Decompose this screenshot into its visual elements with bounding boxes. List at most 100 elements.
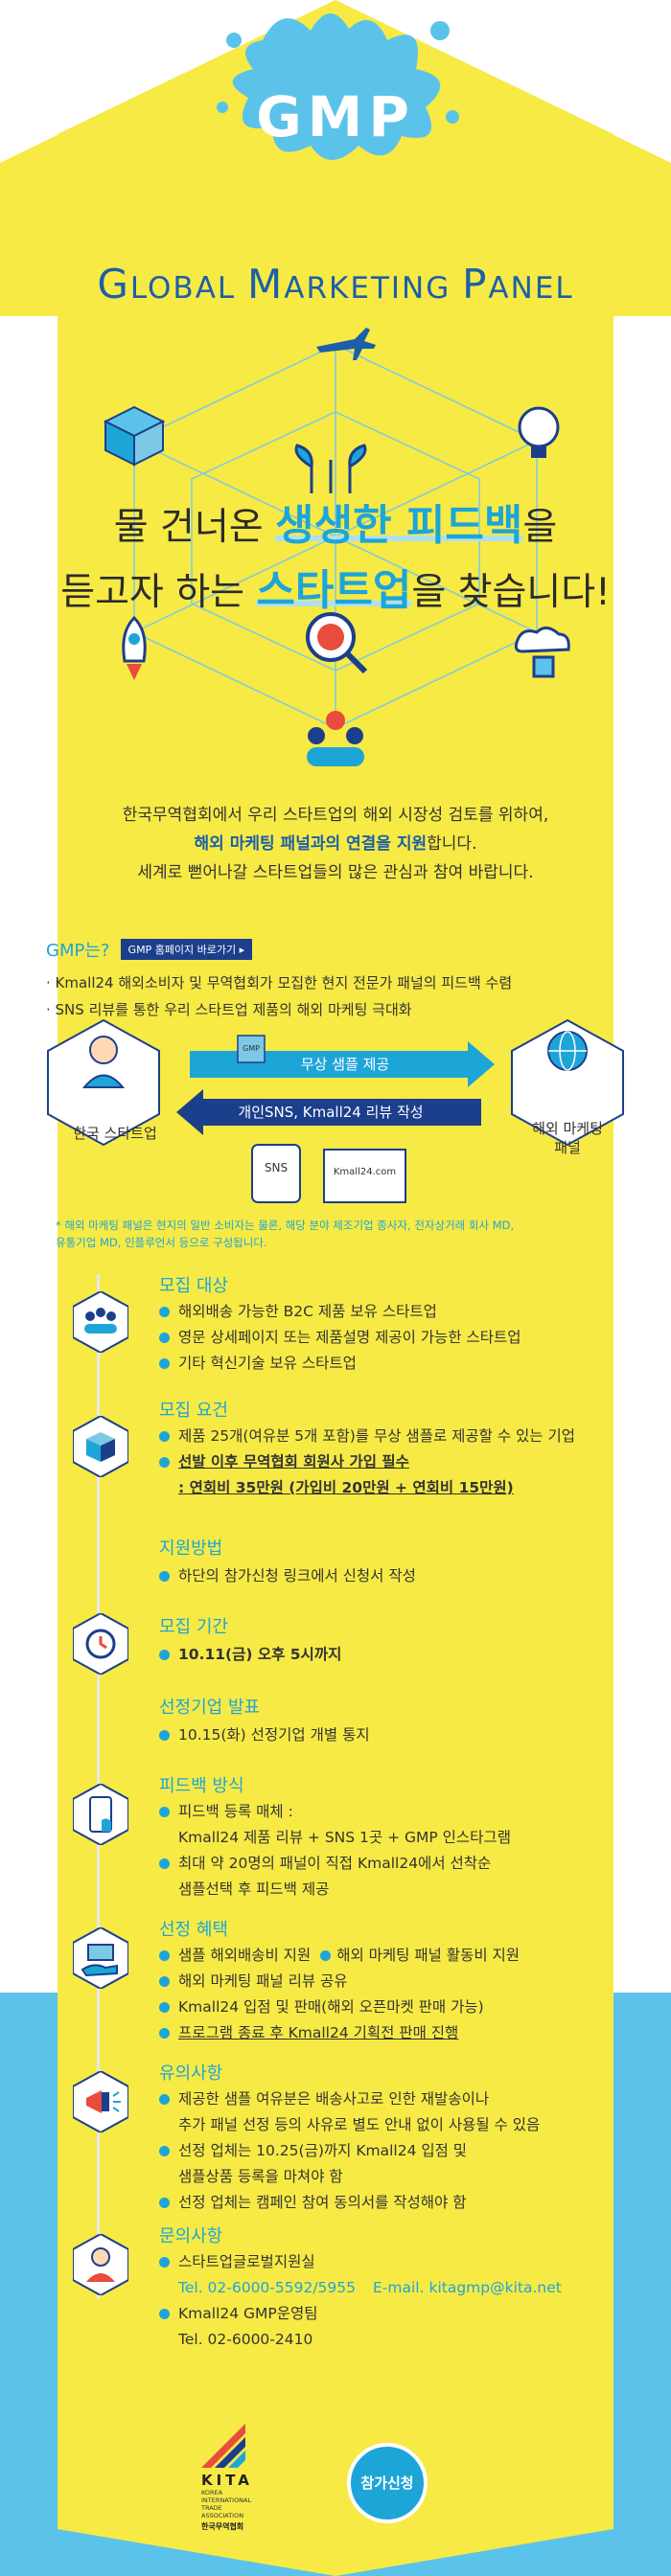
list-item: 선정 업체는 캠페인 참여 동의서를 작성해야 함 [159,2190,638,2216]
people-icon [73,1291,128,1353]
kita-wordmark: KITA [201,2472,253,2489]
list-item: 추가 패널 선정 등의 사유로 별도 안내 없이 사용될 수 있음 [178,2116,541,2133]
list-item: 해외 마케팅 패널 리뷰 공유 [159,1969,638,1995]
list-item: 제품 25개(여유분 5개 포함)를 무상 샘플로 제공할 수 있는 기업 [159,1424,638,1449]
gmp-question: GMP는? [46,941,110,961]
kita-sub-line: ASSOCIATION [201,2512,244,2519]
kita-sub-line: TRADE [201,2504,222,2512]
list-item: : 연회비 35만원 (가입비 20만원 + 연회비 15만원) [178,1479,514,1496]
headline-line-2: 듣고자 하는 스타트업을 찾습니다! [60,566,611,615]
section-title: 모집 요건 [159,1401,228,1421]
people-group-icon [307,711,364,766]
section-title: 선정기업 발표 [159,1698,261,1718]
package-icon [103,405,166,467]
section-title: 지원방법 [159,1539,223,1559]
panel-note: * 해외 마케팅 패널은 현지의 일반 소비자는 물론, 해당 분야 제조기업 … [56,1217,615,1251]
startup-person-icon [81,1036,126,1088]
section-title: 피드백 방식 [159,1776,244,1796]
free-sample-label: 무상 샘플 제공 [300,1056,390,1073]
section-recruit-target: 모집 대상 해외배송 가능한 B2C 제품 보유 스타트업 영문 상세페이지 또… [58,1272,594,1378]
list-item: 샘플상품 등록을 마쳐야 함 [178,2168,343,2185]
list-item: Kmall24 입점 및 판매(해외 오픈마켓 판매 가능) [159,1995,638,2020]
sprout-icon [294,444,367,493]
intro-text: 한국무역협회에서 우리 스타트업의 해외 시장성 검토를 위하여, 해외 마케팅… [58,801,613,887]
kita-korean-name: 한국무역협회 [201,2522,244,2531]
network-illustration [103,328,570,766]
box-icon [73,1416,128,1477]
clock-icon [73,1613,128,1675]
contact-person-icon [73,2234,128,2295]
intro-line-3: 세계로 뻗어나갈 스타트업들의 많은 관심과 참여 바랍니다. [137,863,534,882]
box-label: GMP [243,1044,260,1053]
section-title: 유의사항 [159,2063,223,2084]
list-item: 10.15(화) 선정기업 개별 통지 [159,1722,638,1748]
list-item: 10.11(금) 오후 5시까지 [159,1642,638,1668]
list-item: 선정 업체는 10.25(금)까지 Kmall24 입점 및 [159,2138,638,2164]
section-list: 제품 25개(여유분 5개 포함)를 무상 샘플로 제공할 수 있는 기업 선발… [159,1424,638,1501]
apply-button[interactable]: 참가신청 [347,2443,428,2523]
section-list: 제공한 샘플 여유분은 배송사고로 인한 재발송이나 추가 패널 선정 등의 사… [159,2086,638,2216]
review-label: 개인SNS, Kmall24 리뷰 작성 [238,1104,424,1121]
section-list: 해외배송 가능한 B2C 제품 보유 스타트업 영문 상세페이지 또는 제품설명… [159,1299,638,1377]
sns-phone-icon [251,1144,301,1203]
list-item: Kmall24 제품 리뷰 + SNS 1곳 + GMP 인스타그램 [178,1829,511,1846]
section-title: 선정 혜택 [159,1920,228,1940]
list-item: 프로그램 종료 후 Kmall24 기획전 판매 진행 [159,2020,638,2046]
phone-sns-icon [73,1784,128,1845]
korea-startup-label: 한국 스타트업 [73,1125,157,1142]
section-list: 피드백 등록 매체 : Kmall24 제품 리뷰 + SNS 1곳 + GMP… [159,1799,638,1903]
magnifier-icon [306,612,368,674]
gmp-bullets: · Kmall24 해외소비자 및 무역협회가 모집한 현지 전문가 패널의 피… [46,969,640,1023]
list-item: 하단의 참가신청 링크에서 신청서 작성 [159,1563,638,1589]
airplane-icon [316,328,376,360]
section-requirements: 모집 요건 제품 25개(여유분 5개 포함)를 무상 샘플로 제공할 수 있는… [58,1397,594,1512]
gmp-homepage-button[interactable]: GMP 홈페이지 바로가기 ▸ [120,939,253,960]
gmp-what-is: GMP는? GMP 홈페이지 바로가기 ▸ · Kmall24 해외소비자 및 … [46,937,640,1023]
kmall-laptop-icon [323,1149,406,1203]
section-title: 모집 기간 [159,1617,228,1637]
intro-line-1: 한국무역협회에서 우리 스타트업의 해외 시장성 검토를 위하여, [122,806,549,825]
flow-diagram [47,1018,624,1203]
list-item: 기타 혁신기술 보유 스타트업 [159,1351,638,1377]
panel-hexagon [511,1018,624,1147]
kmall-label: Kmall24.com [333,1167,397,1177]
list-item: 스타트업글로벌지원실 [159,2249,658,2275]
section-list: 하단의 참가신청 링크에서 신청서 작성 [159,1563,638,1589]
list-item: 선발 이후 무역협회 회원사 가입 필수 [159,1449,638,1475]
list-item: 샘플선택 후 피드백 제공 [178,1881,330,1898]
note-line-2: 유통기업 MD, 인플루언서 등으로 구성됩니다. [56,1236,267,1249]
list-item: · SNS 리뷰를 통한 우리 스타트업 제품의 해외 마케팅 극대화 [46,1001,412,1018]
list-item: 영문 상세페이지 또는 제품설명 제공이 가능한 스타트업 [159,1325,638,1351]
section-list: 10.15(화) 선정기업 개별 통지 [159,1722,638,1748]
arrow-left [176,1089,481,1135]
megaphone-icon [73,2071,128,2132]
list-item: Kmall24 GMP운영팀 [159,2301,658,2327]
kita-subtext: KOREA INTERNATIONAL TRADE ASSOCIATION [201,2489,316,2519]
list-item: 제공한 샘플 여유분은 배송사고로 인한 재발송이나 [159,2086,638,2112]
kita-sub-line: INTERNATIONAL [201,2496,252,2504]
globe-icon [547,1031,588,1071]
section-period: 모집 기간 10.11(금) 오후 5시까지 [58,1613,594,1690]
intro-line-2: 해외 마케팅 패널과의 연결을 지원합니다. [194,834,477,854]
kita-sub-line: KOREA [201,2489,223,2496]
section-announcement: 선정기업 발표 10.15(화) 선정기업 개별 통지 [58,1694,594,1751]
section-title: 문의사항 [159,2226,223,2246]
list-item: Tel. 02-6000-2410 [178,2331,313,2348]
list-item: 해외배송 가능한 B2C 제품 보유 스타트업 [159,1299,638,1325]
subtitle-global-marketing-panel: GLOBAL MARKETING PANEL [97,261,574,308]
section-apply-method: 지원방법 하단의 참가신청 링크에서 신청서 작성 [58,1535,594,1592]
kita-logo: KITA KOREA INTERNATIONAL TRADE ASSOCIATI… [201,2424,316,2558]
money-hand-icon [73,1927,128,1989]
lightbulb-icon [518,406,560,458]
headline-line-1: 물 건너온 생생한 피드백을 [113,501,558,550]
sns-label: SNS [264,1161,289,1174]
paint-splash-icon [217,12,459,161]
